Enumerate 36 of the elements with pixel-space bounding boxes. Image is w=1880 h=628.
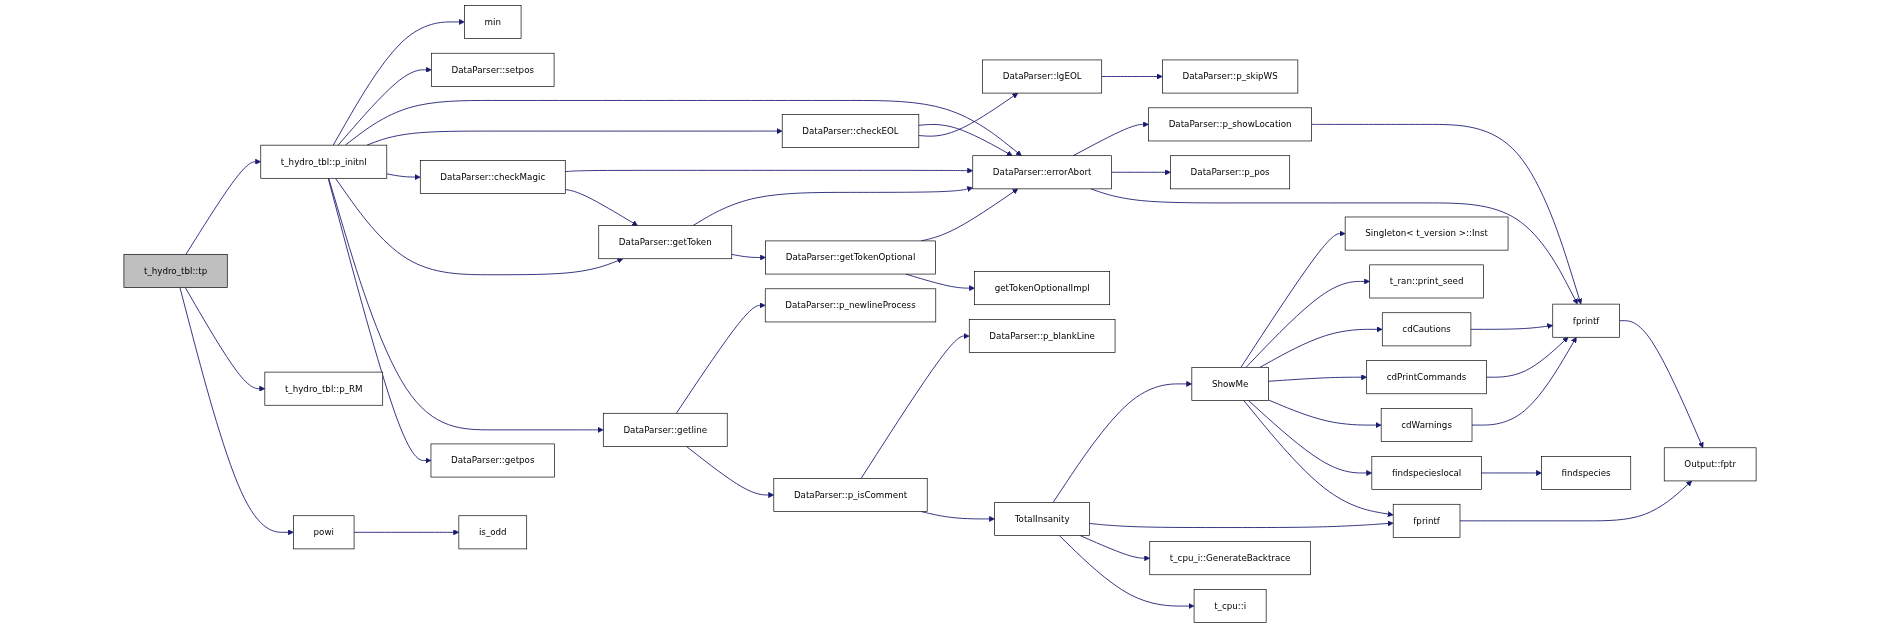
node-box: DataParser::p_pos — [1170, 155, 1291, 190]
node-box: DataParser::p_isComment — [773, 478, 928, 512]
node-box: Output::fptr — [1663, 447, 1757, 482]
node-box: t_hydro_tbl::p_RM — [264, 371, 384, 406]
node-box: cdWarnings — [1380, 408, 1473, 442]
node-box: DataParser::setpos — [431, 52, 555, 87]
node-box: DataParser::checkMagic — [419, 160, 566, 194]
node-box: findspecieslocal — [1371, 456, 1482, 490]
node-box: cdPrintCommands — [1366, 360, 1487, 395]
node-box: DataParser::lgEOL — [982, 59, 1103, 94]
node-box: cdCautions — [1381, 312, 1472, 347]
node-box: t_hydro_tbl::tp — [123, 253, 228, 288]
node-box: DataParser::p_newlineProcess — [764, 288, 937, 323]
node-box: t_ran::print_seed — [1369, 264, 1484, 299]
node-box: powi — [293, 515, 355, 550]
node-box: getTokenOptionalImpl — [974, 271, 1111, 306]
node-box: Singleton< t_version >::Inst — [1344, 216, 1509, 251]
node-box: fprintf — [1392, 503, 1461, 538]
node-box: DataParser::p_blankLine — [968, 319, 1116, 353]
node-box: t_hydro_tbl::p_initnl — [260, 144, 388, 179]
node-box: DataParser::getline — [602, 412, 728, 447]
node-box: fprintf — [1552, 303, 1620, 338]
node-box: DataParser::checkEOL — [781, 114, 920, 148]
node-box: DataParser::getTokenOptional — [765, 240, 936, 275]
node-box: DataParser::p_showLocation — [1148, 107, 1312, 142]
node-box: DataParser::errorAbort — [972, 155, 1112, 190]
node-box: DataParser::p_skipWS — [1162, 59, 1299, 94]
node-box: DataParser::getToken — [598, 225, 733, 260]
node-box: TotalInsanity — [994, 502, 1090, 536]
node-box: DataParser::getpos — [430, 443, 555, 478]
node-box: t_cpu_i::GenerateBacktrace — [1149, 541, 1311, 576]
node-box: ShowMe — [1191, 367, 1269, 401]
node-box: min — [464, 5, 522, 39]
node-box: t_cpu::i — [1193, 589, 1267, 623]
node-box: findspecies — [1541, 456, 1632, 490]
node-box: is_odd — [458, 515, 528, 550]
